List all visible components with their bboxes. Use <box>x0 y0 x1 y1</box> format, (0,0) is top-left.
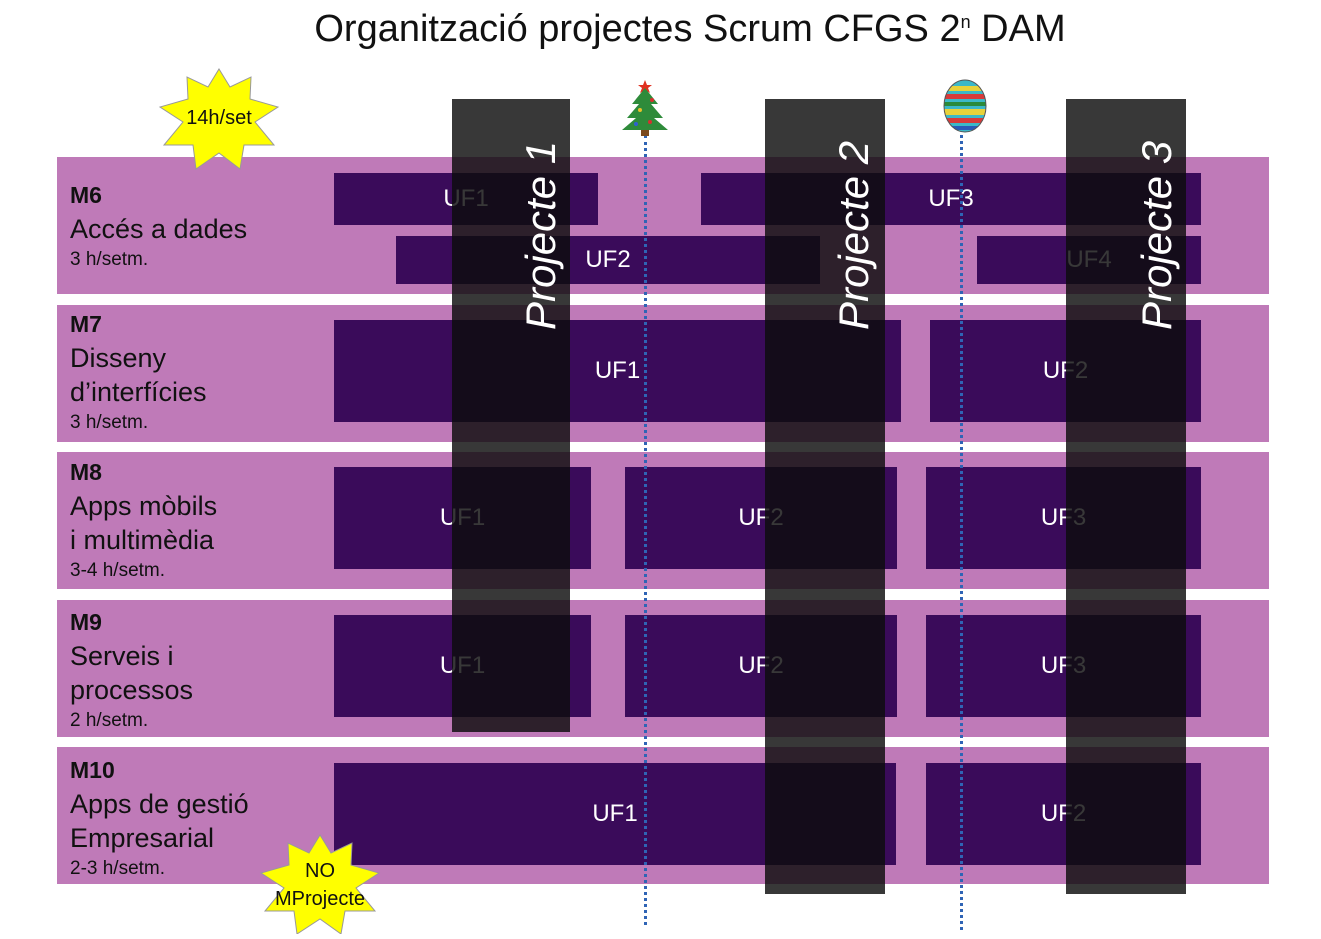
module-code: M8 <box>70 459 102 485</box>
module-name: i multimèdia <box>70 525 215 555</box>
module-label-m8: M8 Apps mòbils i multimèdia 3-4 h/setm. <box>70 459 218 581</box>
no-mprojecte-line2: MProjecte <box>274 888 366 910</box>
module-label-m7: M7 Disseny d’interfícies 3 h/setm. <box>70 311 207 433</box>
no-mprojecte-star-badge: NO MProjecte <box>257 833 383 935</box>
module-label-m9: M9 Serveis i processos 2 h/setm. <box>70 609 194 731</box>
module-name: Apps de gestió <box>70 789 249 819</box>
module-hours: 2-3 h/setm. <box>70 858 166 879</box>
page-title: Organització projectes Scrum CFGS 2n DAM <box>314 8 1066 50</box>
module-code: M9 <box>70 609 102 635</box>
project-label-3: Projecte 3 <box>1133 140 1180 330</box>
module-label-m10: M10 Apps de gestió Empresarial 2-3 h/set… <box>70 757 249 879</box>
module-hours: 2 h/setm. <box>70 710 149 731</box>
easter-divider-line <box>960 135 963 930</box>
project-label-2: Projecte 2 <box>830 140 877 330</box>
hours-badge-text: 14h/set <box>186 107 252 129</box>
project-column-3 <box>1066 99 1186 894</box>
christmas-divider-line <box>644 135 647 925</box>
module-label-m6: M6 Accés a dades 3 h/setm. <box>70 182 248 270</box>
module-name: d’interfícies <box>70 377 207 407</box>
module-name: processos <box>70 675 194 705</box>
hours-star-badge: 14h/set <box>156 67 282 171</box>
project-label-1: Projecte 1 <box>517 140 564 330</box>
no-mprojecte-line1: NO <box>305 860 335 882</box>
module-code: M6 <box>70 182 102 208</box>
project-column-1 <box>452 99 570 732</box>
module-hours: 3 h/setm. <box>70 412 149 433</box>
module-hours: 3 h/setm. <box>70 249 149 270</box>
module-hours: 3-4 h/setm. <box>70 560 166 581</box>
module-name: Empresarial <box>70 823 215 853</box>
module-code: M10 <box>70 757 115 783</box>
christmas-tree-icon <box>618 78 672 136</box>
module-name: Serveis i <box>70 641 174 671</box>
module-code: M7 <box>70 311 102 337</box>
easter-egg-icon <box>941 78 989 134</box>
project-column-2 <box>765 99 885 894</box>
module-name: Disseny <box>70 343 167 373</box>
module-name: Accés a dades <box>70 214 248 244</box>
module-name: Apps mòbils <box>70 491 218 521</box>
